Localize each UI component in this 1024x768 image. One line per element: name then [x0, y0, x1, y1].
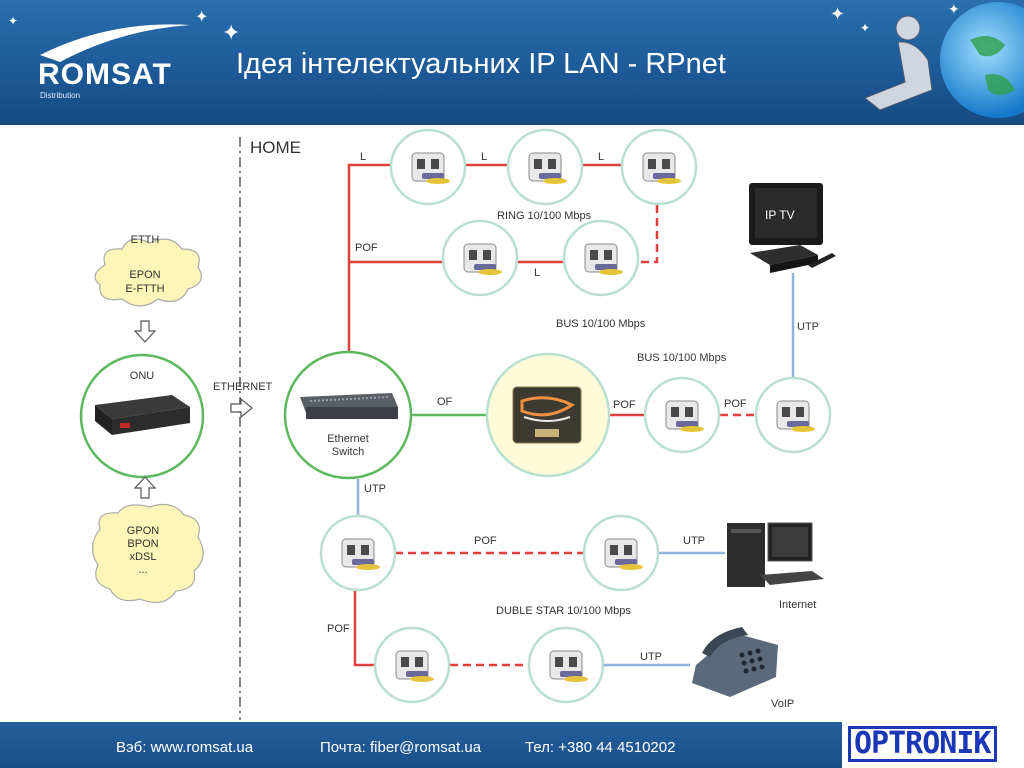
- socket-node-star-2: [582, 514, 660, 592]
- footer-tel: Тел: +380 44 4510202: [525, 739, 676, 756]
- footer-mail[interactable]: Почта: fiber@romsat.ua: [320, 739, 482, 756]
- iptv-device: IP TV: [749, 183, 836, 273]
- romsat-logo-subtitle: Distribution: [40, 91, 81, 100]
- svg-text:✦: ✦: [830, 4, 845, 24]
- romsat-logo: ROMSAT: [38, 58, 172, 91]
- reader-figure-icon: [864, 15, 933, 111]
- home-label: HOME: [250, 138, 301, 157]
- network-diagram: HOME L L L L POF OF POF POF UTP UTP POF …: [79, 128, 836, 720]
- socket-node-ring-5: [562, 219, 640, 297]
- star-label: DUBLE STAR 10/100 Mbps: [496, 605, 631, 617]
- link-label-pof-star: POF: [474, 535, 497, 547]
- onu-node: ONU: [79, 353, 205, 479]
- link-label-utp-phone: UTP: [640, 651, 662, 663]
- link-label-of: OF: [437, 396, 453, 408]
- link-label-l2: L: [481, 151, 487, 163]
- socket-node-ring-1: [389, 128, 467, 206]
- fiber-box-node: [485, 352, 611, 478]
- internet-label: Internet: [779, 599, 816, 611]
- socket-node-ring-2: [506, 128, 584, 206]
- etth-label: ETTH: [131, 234, 160, 246]
- cloud-bottom-line2: BPON: [127, 538, 158, 550]
- partner-logo-box: OPTRONIK: [842, 722, 1024, 768]
- phone-icon: [692, 627, 778, 697]
- cloud-top-line1: EPON: [129, 269, 160, 281]
- onu-device-icon: [95, 395, 190, 435]
- footer-web[interactable]: Вэб: www.romsat.ua: [116, 739, 254, 756]
- socket-node-star-1: [319, 514, 397, 592]
- link-label-utp-switch: UTP: [364, 483, 386, 495]
- link-label-pof-bus2: POF: [724, 398, 747, 410]
- link-label-pof-bus1: POF: [613, 399, 636, 411]
- switch-label-line1: Ethernet: [327, 433, 369, 445]
- socket-node-star-4: [527, 626, 605, 704]
- fiber-box-icon: [512, 386, 582, 444]
- socket-node-bus-2: [754, 376, 832, 454]
- ring-label: RING 10/100 Mbps: [497, 210, 592, 222]
- link-label-l3: L: [598, 151, 604, 163]
- link-label-utp-pc: UTP: [683, 535, 705, 547]
- svg-text:✦: ✦: [8, 14, 18, 28]
- link-label-utp-tv: UTP: [797, 321, 819, 333]
- link-label-l4: L: [534, 267, 540, 279]
- iptv-label: IP TV: [765, 208, 795, 222]
- cloud-bottom-line3: xDSL: [130, 551, 157, 563]
- voip-label: VoIP: [771, 698, 794, 710]
- phone-device: VoIP: [692, 627, 794, 710]
- svg-text:✦: ✦: [948, 1, 960, 17]
- logo-swoosh-icon: ✦ ✦ ✦: [8, 9, 240, 62]
- switch-label-line2: Switch: [332, 446, 364, 458]
- socket-node-ring-4: [441, 219, 519, 297]
- svg-text:✦: ✦: [195, 9, 208, 26]
- ethernet-switch-node: Ethernet Switch: [283, 350, 413, 480]
- globe-reader-illustration: ✦ ✦ ✦: [830, 1, 1024, 118]
- socket-node-ring-3: [620, 128, 698, 206]
- socket-node-star-3: [373, 626, 451, 704]
- cloud-top: EPON E-FTTH: [94, 238, 202, 307]
- cloud-bottom-line1: GPON: [127, 525, 159, 537]
- computer-device: Internet: [727, 522, 824, 611]
- tv-icon: [749, 183, 836, 273]
- socket-node-bus-1: [643, 376, 721, 454]
- switch-icon: [300, 393, 398, 419]
- svg-text:✦: ✦: [860, 21, 870, 35]
- page-title: Ідея інтелектуальних IP LAN - RPnet: [236, 48, 726, 80]
- cloud-top-line2: E-FTTH: [125, 283, 164, 295]
- computer-icon: [727, 522, 824, 587]
- header-banner: ✦ ✦ ✦ ROMSAT Distribution Ідея інтелекту…: [0, 0, 1024, 125]
- cloud-bottom: GPON BPON xDSL ...: [91, 503, 204, 604]
- bus-label-1: BUS 10/100 Mbps: [556, 318, 646, 330]
- globe-icon: [940, 2, 1024, 118]
- links: [347, 163, 795, 667]
- optronik-logo: OPTRONIK: [848, 726, 997, 762]
- cloud-bottom-line4: ...: [138, 564, 147, 576]
- link-label-pof-down: POF: [327, 623, 350, 635]
- onu-label: ONU: [130, 370, 155, 382]
- arrow-right-icon: [230, 397, 253, 419]
- ethernet-label: ETHERNET: [213, 381, 273, 393]
- arrow-up-icon: [133, 476, 157, 499]
- link-label-l1: L: [360, 151, 366, 163]
- arrow-down-icon: [133, 320, 157, 343]
- svg-text:✦: ✦: [222, 20, 240, 45]
- link-label-pof-ring: POF: [355, 242, 378, 254]
- bus-label-2: BUS 10/100 Mbps: [637, 352, 727, 364]
